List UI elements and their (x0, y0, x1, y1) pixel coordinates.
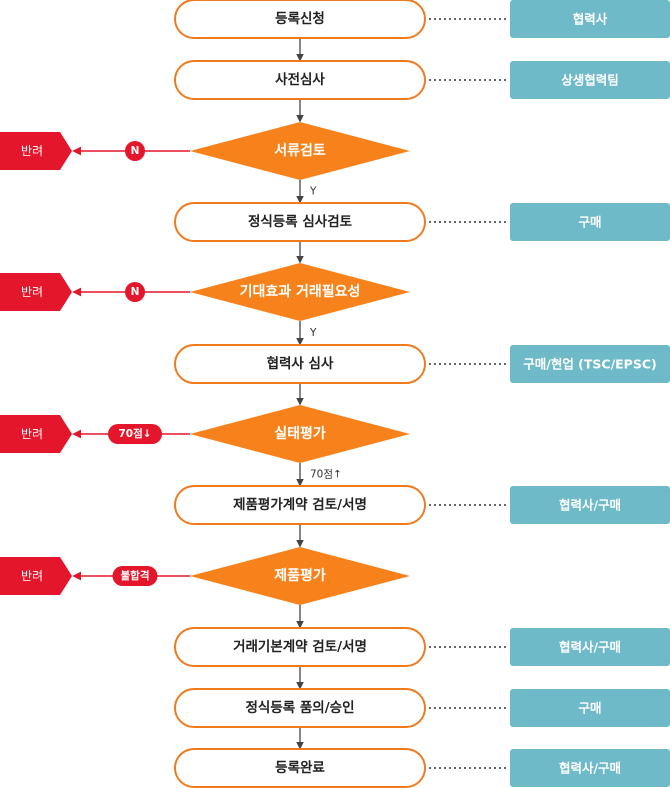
process-step-label: 등록신청 (275, 11, 325, 27)
process-step-label: 정식등록 심사검토 (248, 213, 353, 230)
role-tag-label: 협력사/구매 (559, 498, 621, 513)
role-tag: 구매/현업 (TSC/EPSC) (510, 345, 670, 383)
reject-badge-shape (112, 566, 158, 586)
decision-diamond: 실태평가 (190, 405, 410, 463)
process-step: 정식등록 심사검토 (174, 202, 426, 242)
reject-badge-label: N (131, 145, 140, 157)
process-step-label: 거래기본계약 검토/서명 (233, 638, 367, 655)
process-step: 정식등록 품의/승인 (174, 688, 426, 728)
process-step-label: 등록완료 (275, 760, 325, 776)
role-tag: 협력사/구매 (510, 749, 670, 787)
process-step: 등록신청 (174, 0, 426, 39)
pass-label: Y (309, 327, 317, 339)
decision-label: 기대효과 거래필요성 (240, 283, 361, 300)
decision-label: 서류검토 (274, 142, 326, 159)
role-tag: 협력사/구매 (510, 486, 670, 524)
role-tag-label: 협력사 (573, 12, 608, 27)
reject-badge: N (125, 282, 145, 302)
role-tag-label: 구매 (578, 701, 601, 716)
role-tag: 상생협력팀 (510, 61, 670, 99)
process-step-label: 정식등록 품의/승인 (246, 699, 355, 716)
decision-diamond-shape (190, 547, 410, 605)
process-step: 제품평가계약 검토/서명 (174, 485, 426, 525)
role-tag-box (510, 689, 670, 727)
process-step-box (174, 748, 426, 788)
role-tag: 구매 (510, 689, 670, 727)
return-tag-shape (0, 557, 72, 595)
return-tag: 반려 (0, 132, 72, 170)
return-tag-label: 반려 (21, 569, 43, 583)
role-tag-box (510, 345, 670, 383)
decision-label: 실태평가 (274, 425, 326, 442)
role-tag-box (510, 628, 670, 666)
process-step-label: 협력사 심사 (267, 356, 334, 372)
process-step-box (174, 485, 426, 525)
role-tag: 협력사/구매 (510, 628, 670, 666)
reject-badge-label: 불합격 (121, 569, 150, 582)
process-step: 거래기본계약 검토/서명 (174, 627, 426, 667)
return-tag-label: 반려 (21, 427, 43, 441)
decision-diamond: 제품평가 (190, 547, 410, 605)
role-tag-box (510, 203, 670, 241)
process-step: 등록완료 (174, 748, 426, 788)
reject-badge-shape (108, 424, 162, 444)
reject-badge: 70점↓ (108, 424, 162, 444)
pass-label: Y (309, 186, 317, 198)
process-step-box (174, 688, 426, 728)
return-tag: 반려 (0, 273, 72, 311)
process-step-box (174, 60, 426, 100)
return-tag-label: 반려 (21, 144, 43, 158)
decision-diamond: 서류검토 (190, 122, 410, 180)
decision-label: 제품평가 (274, 567, 326, 584)
role-tag: 협력사 (510, 0, 670, 38)
process-step: 사전심사 (174, 60, 426, 100)
return-tag-shape (0, 273, 72, 311)
role-tag-label: 협력사/구매 (559, 640, 621, 655)
role-tag-box (510, 486, 670, 524)
return-tag: 반려 (0, 557, 72, 595)
reject-badge: 불합격 (112, 566, 158, 586)
role-tag-box (510, 749, 670, 787)
role-tag-label: 구매 (578, 215, 601, 230)
pass-label: 70점↑ (310, 469, 342, 481)
role-tag: 구매 (510, 203, 670, 241)
process-step-box (174, 202, 426, 242)
reject-badge-shape (125, 141, 145, 161)
decision-diamond-shape (190, 405, 410, 463)
process-step-box (174, 627, 426, 667)
role-tag-box (510, 61, 670, 99)
decision-diamond-shape (190, 263, 410, 321)
role-tag-label: 구매/현업 (TSC/EPSC) (523, 357, 657, 372)
reject-badge: N (125, 141, 145, 161)
role-tag-label: 협력사/구매 (559, 761, 621, 776)
return-tag-label: 반려 (21, 285, 43, 299)
return-tag-shape (0, 132, 72, 170)
process-step-label: 제품평가계약 검토/서명 (233, 496, 367, 513)
process-step: 협력사 심사 (174, 344, 426, 384)
role-tag-label: 상생협력팀 (561, 73, 619, 88)
return-tag: 반려 (0, 415, 72, 453)
return-tag-shape (0, 415, 72, 453)
decision-diamond-shape (190, 122, 410, 180)
process-step-box (174, 344, 426, 384)
reject-badge-label: 70점↓ (118, 428, 151, 440)
process-step-label: 사전심사 (275, 71, 325, 88)
reject-badge-shape (125, 282, 145, 302)
role-tag-box (510, 0, 670, 38)
decision-diamond: 기대효과 거래필요성 (190, 263, 410, 321)
process-step-box (174, 0, 426, 39)
reject-badge-label: N (131, 286, 140, 298)
